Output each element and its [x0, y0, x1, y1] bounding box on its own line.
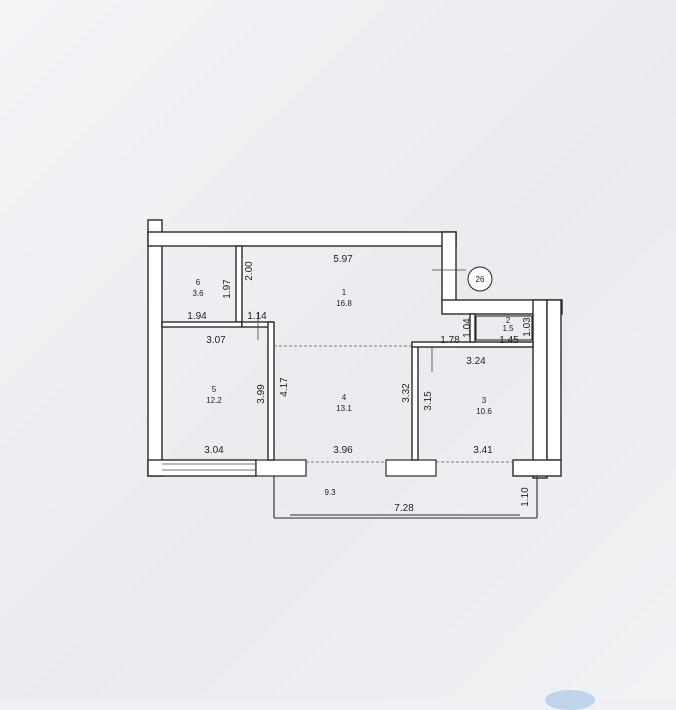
dim-room1-width: 5.97 [333, 254, 353, 265]
room-4-area: 13.1 [336, 404, 352, 413]
room-3-area: 10.6 [476, 407, 492, 416]
dim-room2-width: 1.45 [499, 335, 519, 346]
step-wall [441, 299, 563, 315]
balcony [273, 476, 538, 519]
corner-watermark [545, 690, 595, 710]
room-5-area: 12.2 [206, 396, 222, 405]
dim-room2-height-right: 1.03 [522, 317, 533, 337]
dim-balcony-length: 7.28 [394, 503, 414, 514]
right-wall-outer [546, 299, 562, 461]
dim-balcony-depth: 1.10 [520, 487, 531, 507]
window-left [255, 459, 307, 477]
room-4-number: 4 [342, 393, 347, 402]
dim-room6-height-right: 2.00 [244, 261, 255, 281]
exterior-walls [147, 219, 563, 479]
room-1-area: 16.8 [336, 299, 352, 308]
upper-right-wall [441, 231, 457, 303]
interior-partitions [161, 245, 534, 461]
partition-room2-left [469, 313, 476, 343]
room-6-number: 6 [196, 278, 201, 287]
dim-room6-height-left: 1.97 [222, 279, 233, 299]
dim-room4-height: 4.17 [279, 377, 290, 397]
dim-room3-width-bottom: 3.41 [473, 445, 493, 456]
dim-room5-width-bottom: 3.04 [204, 445, 224, 456]
plan-marker: 26 [467, 266, 493, 292]
window-middle [385, 459, 437, 477]
room2-frame [475, 315, 533, 341]
partition-room4-room3 [411, 343, 419, 461]
dim-room4-width-bottom: 3.96 [333, 445, 353, 456]
partition-room6-right [235, 245, 243, 323]
dim-room6-width: 1.94 [187, 311, 207, 322]
room-6-area: 3.6 [192, 289, 204, 298]
room-2-number: 2 [506, 316, 511, 325]
bottom-right-wall [512, 459, 562, 477]
dim-room3-step: 1.78 [440, 335, 460, 346]
room-1-number: 1 [342, 288, 347, 297]
dimension-labels: 5.97 2.00 1.97 1.94 1.14 3.07 4.17 3.99 … [187, 254, 533, 514]
dim-room5-height: 3.99 [256, 384, 267, 404]
dim-room5-width-top: 3.07 [206, 335, 226, 346]
dim-room4-height-right: 3.32 [401, 383, 412, 403]
balcony-area: 9.3 [324, 488, 336, 497]
bottom-openings [162, 459, 513, 477]
room-labels: 1 16.8 2 1.5 3 10.6 4 13.1 5 12.2 6 3.6 … [192, 278, 514, 497]
dim-room3-height: 3.15 [423, 391, 434, 411]
dim-stub-width: 1.14 [247, 311, 267, 322]
bottom-left-wall [147, 459, 257, 477]
top-wall [147, 231, 457, 247]
left-wall [147, 219, 163, 477]
right-wall [532, 299, 548, 479]
room-2-area: 1.5 [502, 324, 514, 333]
dim-room2-height-left: 1.04 [462, 318, 473, 338]
marker-circle [467, 266, 493, 292]
room-5-number: 5 [212, 385, 217, 394]
room-3-number: 3 [482, 396, 487, 405]
dim-room3-width-top: 3.24 [466, 356, 486, 367]
partition-room6-bottom [161, 321, 243, 328]
partition-room5-room4 [267, 321, 275, 461]
marker-label: 26 [476, 275, 485, 284]
